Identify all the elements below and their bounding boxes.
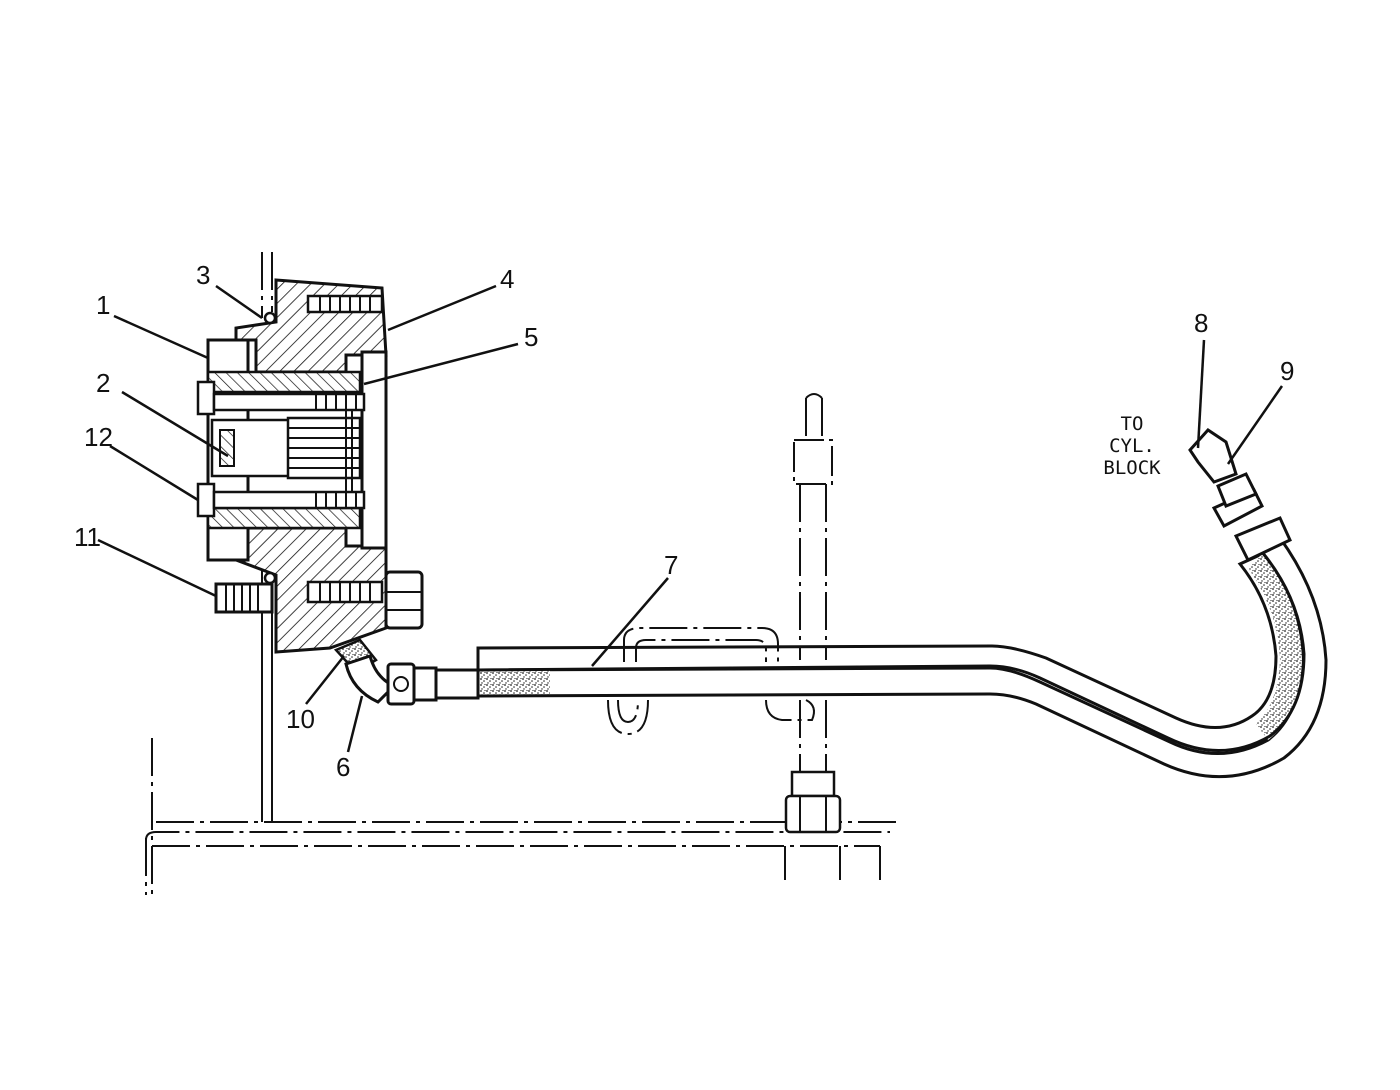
note-line-2: CYL. xyxy=(1109,435,1155,457)
callout-6: 6 xyxy=(336,752,350,782)
callout-3: 3 xyxy=(196,260,210,290)
leader-5 xyxy=(363,342,519,386)
callout-numbers: 3 1 4 5 2 12 11 7 10 6 8 9 xyxy=(74,260,1294,782)
callout-4: 4 xyxy=(500,264,514,294)
leader-11 xyxy=(97,538,217,598)
block-fitting xyxy=(1188,428,1292,562)
callout-1: 1 xyxy=(96,290,110,320)
leader-10 xyxy=(305,655,345,705)
dipstick-tube xyxy=(784,393,842,834)
leader-2 xyxy=(121,390,229,458)
engine-frame-outline xyxy=(145,738,900,895)
leader-6 xyxy=(346,695,364,753)
callout-7: 7 xyxy=(664,550,678,580)
drive-adapter xyxy=(206,338,362,562)
leader-1 xyxy=(113,314,209,360)
note-line-3: BLOCK xyxy=(1103,457,1161,479)
callout-11: 11 xyxy=(74,522,101,552)
stud xyxy=(214,582,274,614)
flange-bolts xyxy=(196,380,366,518)
leader-12 xyxy=(109,444,199,502)
leader-8 xyxy=(1196,339,1206,449)
leader-3 xyxy=(215,284,263,320)
oil-hose xyxy=(476,536,1328,779)
housing-nut xyxy=(384,570,424,630)
leader-7 xyxy=(591,577,669,667)
callout-2: 2 xyxy=(96,368,110,398)
pump-housing xyxy=(234,278,388,654)
callout-8: 8 xyxy=(1194,308,1208,338)
leader-4 xyxy=(387,284,497,332)
o-rings xyxy=(263,311,277,585)
elbow-fitting xyxy=(333,638,480,706)
to-cyl-block-note: TO CYL. BLOCK xyxy=(1103,413,1161,479)
callout-5: 5 xyxy=(524,322,538,352)
hose-clamp-bracket xyxy=(607,627,815,736)
callout-12: 12 xyxy=(84,422,113,452)
callout-9: 9 xyxy=(1280,356,1294,386)
leader-lines xyxy=(97,284,1284,753)
leader-9 xyxy=(1226,385,1284,465)
note-line-1: TO xyxy=(1121,413,1144,435)
callout-10: 10 xyxy=(286,704,315,734)
